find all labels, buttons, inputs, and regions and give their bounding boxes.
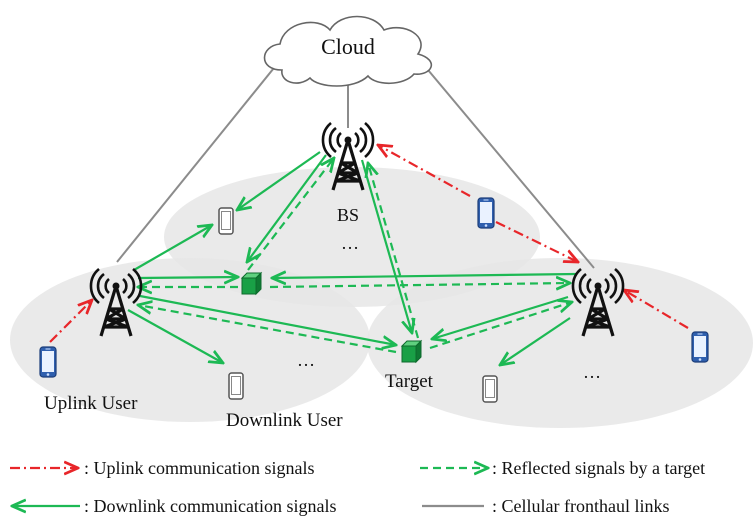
legend-uplink-label: : Uplink communication signals: [84, 458, 314, 478]
cell-area-right: [367, 258, 753, 428]
ellipsis-right: …: [583, 362, 601, 382]
legend-downlink-label: : Downlink communication signals: [84, 496, 336, 516]
bs-label: BS: [337, 205, 359, 225]
cloud-icon: [263, 15, 432, 87]
uplink-user-label: Uplink User: [44, 393, 138, 414]
uplink-user-phone-icon: [39, 346, 57, 378]
legend-reflected-label: : Reflected signals by a target: [492, 458, 705, 478]
target-cube-icon: [401, 340, 422, 363]
uplink-signals: [49, 145, 689, 343]
downlink-user-label: Downlink User: [226, 410, 343, 431]
cloud-label: Cloud: [321, 34, 375, 59]
smartphone-blue-icon: [477, 197, 495, 229]
green-cube-icon: [241, 272, 262, 295]
ellipsis-bs: …: [341, 233, 359, 253]
smartphone-outline-icon: [482, 375, 498, 403]
smartphone-blue-icon: [691, 331, 709, 363]
target-label: Target: [385, 371, 434, 392]
cell-area-left: [10, 258, 370, 422]
downlink-user-phone-icon: [228, 372, 244, 400]
downlink-signals: [127, 151, 577, 365]
ellipsis-left: …: [297, 350, 315, 370]
reflected-signals: [138, 158, 572, 354]
legend-fronthaul-label: : Cellular fronthaul links: [492, 496, 669, 516]
legend: : Uplink communication signals : Reflect…: [10, 458, 705, 516]
smartphone-outline-icon: [218, 207, 234, 235]
fronthaul-links: [116, 57, 595, 269]
